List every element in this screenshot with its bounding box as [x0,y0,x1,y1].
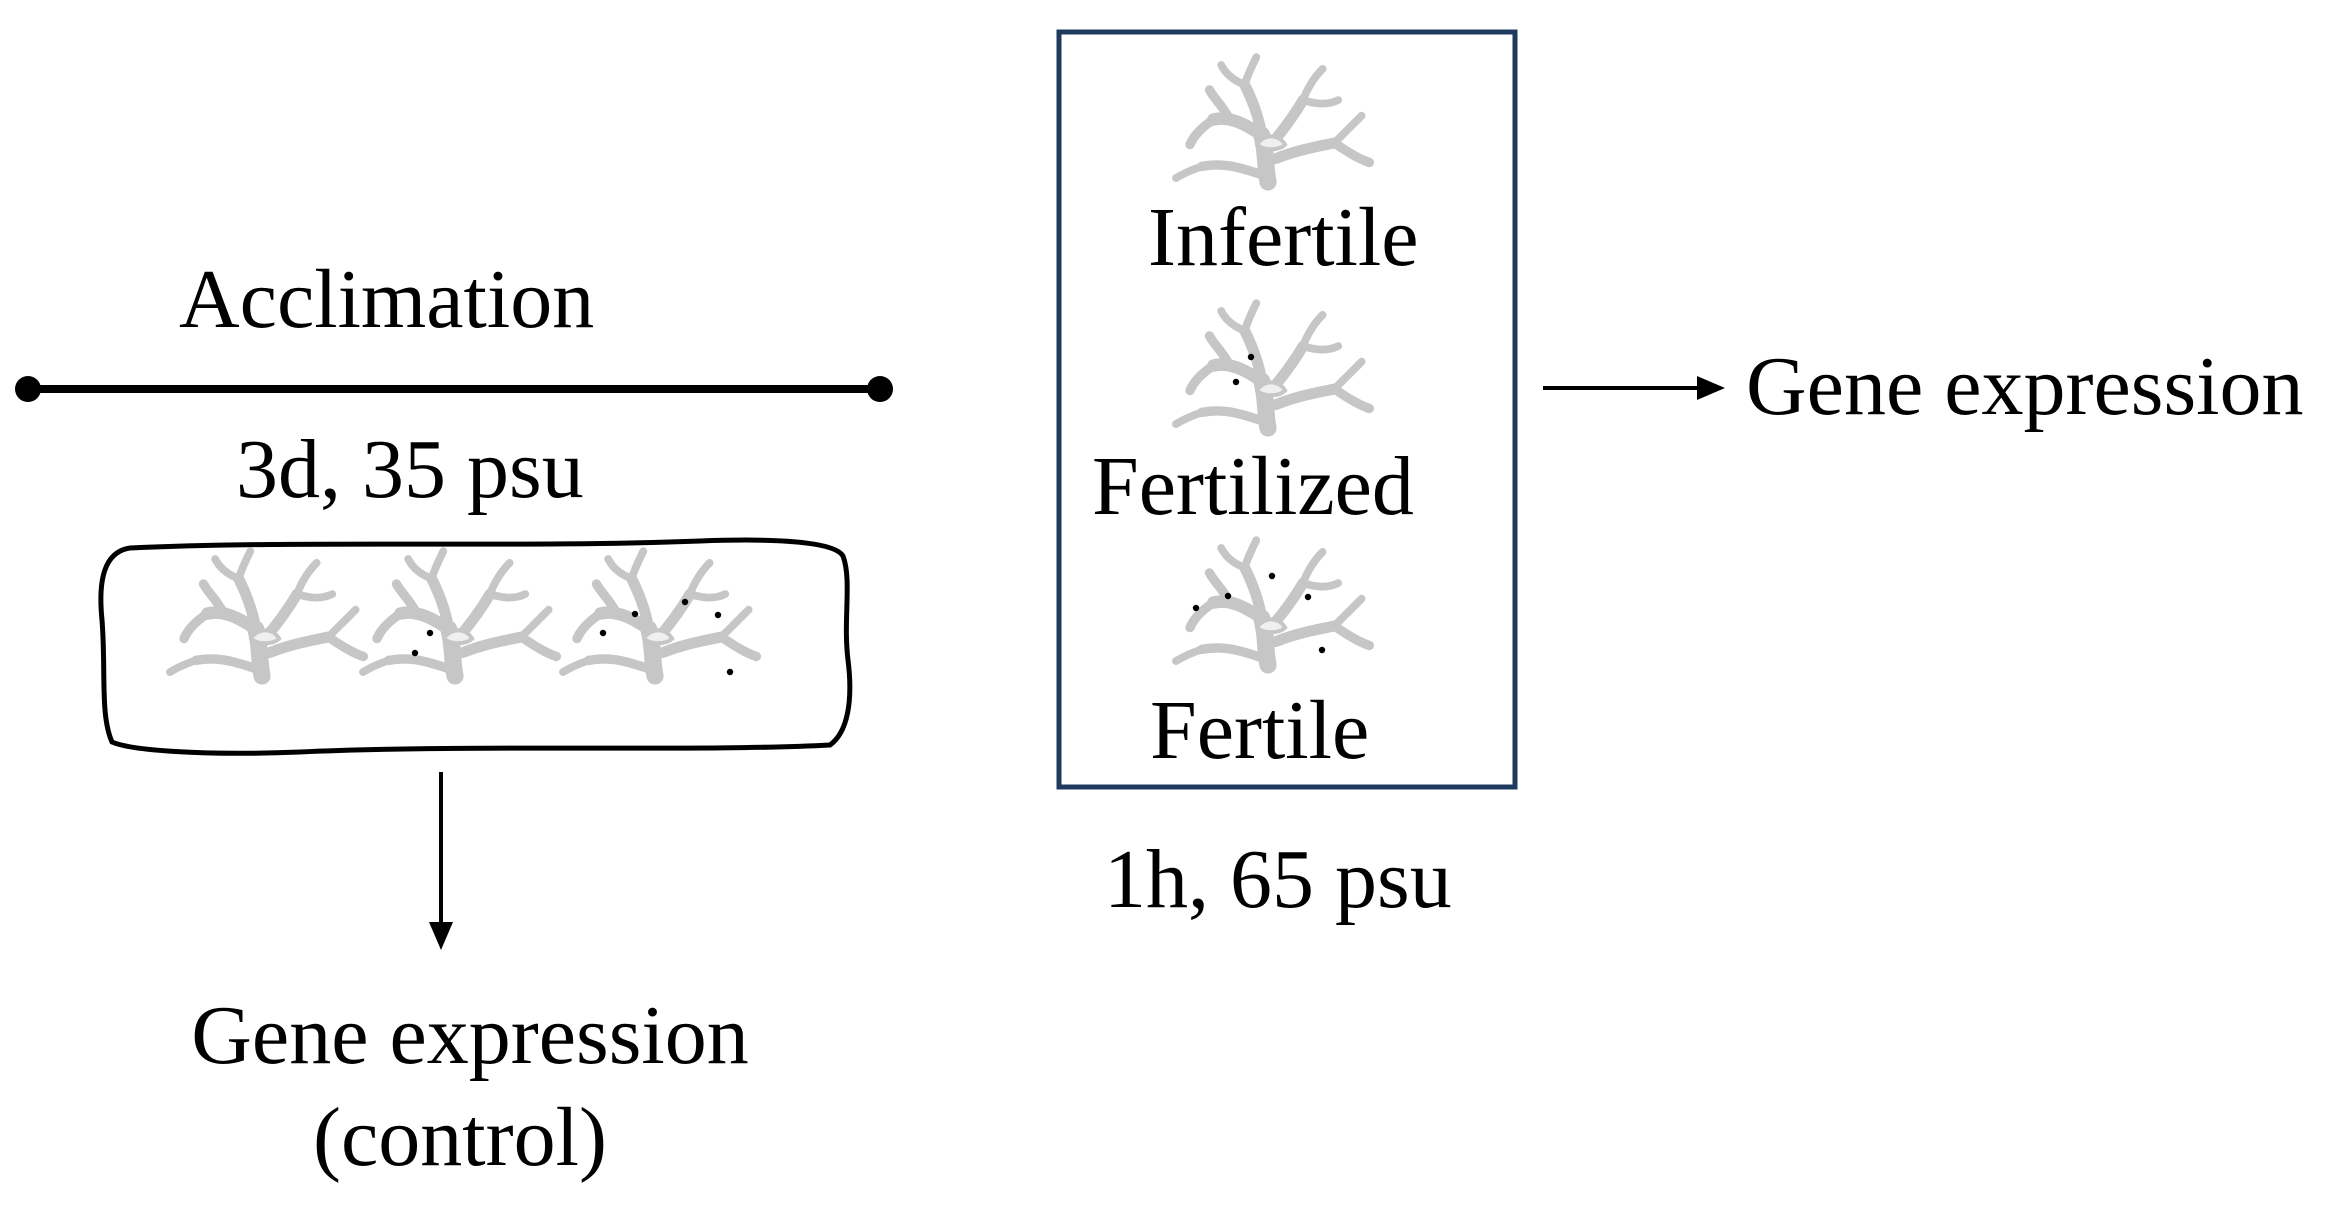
control-output-arrow [429,772,453,950]
seaweed-icon-fertile [1176,540,1369,665]
group-label-infertile: Infertile [1148,191,1419,284]
group-label-fertilized: Fertilized [1092,440,1414,533]
seaweed-icon-fertilized-control [363,551,556,676]
group-label-fertile: Fertile [1150,684,1370,777]
seaweed-icon-fertilized [1176,303,1369,428]
acclimation-sample-container [98,537,853,756]
seaweed-icon-infertile-control [170,551,363,676]
treatment-box [1056,29,1518,790]
acclimation-timeline [15,376,893,402]
treatment-output-label: Gene expression [1746,340,2304,433]
seaweed-icon-infertile [1176,57,1369,182]
treatment-condition: 1h, 65 psu [1104,833,1452,926]
control-output-label: Gene expression [191,989,749,1082]
acclimation-condition: 3d, 35 psu [236,423,584,516]
treatment-output-arrow [1543,376,1725,400]
acclimation-title: Acclimation [179,253,595,346]
control-output-sublabel: (control) [313,1091,607,1184]
seaweed-icon-fertile-control [563,551,756,676]
